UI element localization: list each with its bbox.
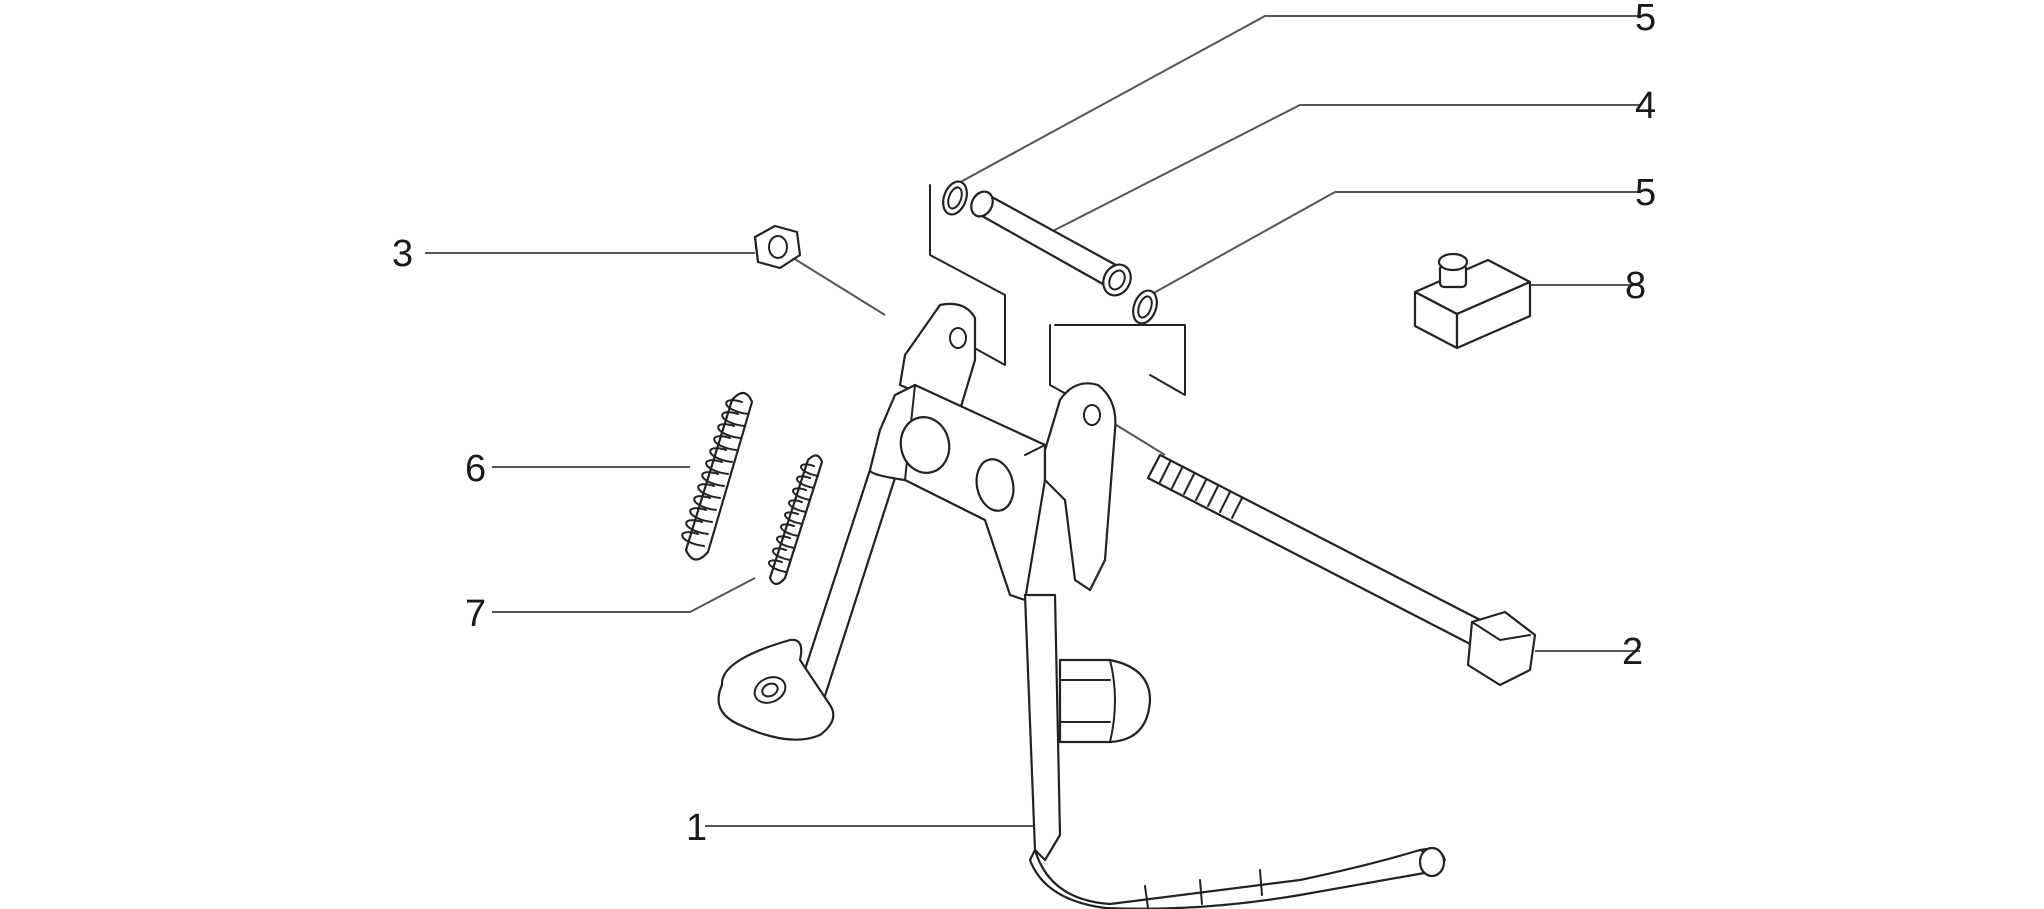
leader-line-5-top — [954, 15, 1640, 186]
pivot-bolt-icon — [1146, 453, 1537, 687]
callout-label-5-top: 5 — [1635, 0, 1656, 39]
callout-label-3: 3 — [392, 233, 413, 275]
rubber-stop-icon — [1413, 252, 1532, 350]
callout-label-7: 7 — [465, 593, 486, 635]
leader-line-nut-to-bracket — [784, 252, 886, 316]
leader-line-4 — [1044, 104, 1640, 236]
leader-line-7 — [492, 577, 756, 613]
hex-nut-icon — [753, 224, 802, 270]
pivot-tube-icon — [970, 190, 1132, 297]
callout-label-6: 6 — [465, 448, 486, 490]
center-stand-frame-icon — [717, 302, 1446, 909]
callout-label-2: 2 — [1622, 631, 1643, 673]
callout-label-8: 8 — [1625, 265, 1646, 307]
o-ring-icon — [1132, 289, 1158, 325]
callout-label-4: 4 — [1635, 85, 1656, 127]
return-spring-small-icon — [768, 454, 824, 586]
callout-labels: 5 4 5 8 3 6 7 2 1 — [392, 0, 1656, 849]
return-spring-large-icon — [681, 391, 754, 561]
leader-line-5-bottom — [1149, 191, 1640, 296]
callout-label-5-bottom: 5 — [1635, 172, 1656, 214]
callout-label-1: 1 — [686, 807, 707, 849]
o-ring-icon — [942, 180, 968, 216]
